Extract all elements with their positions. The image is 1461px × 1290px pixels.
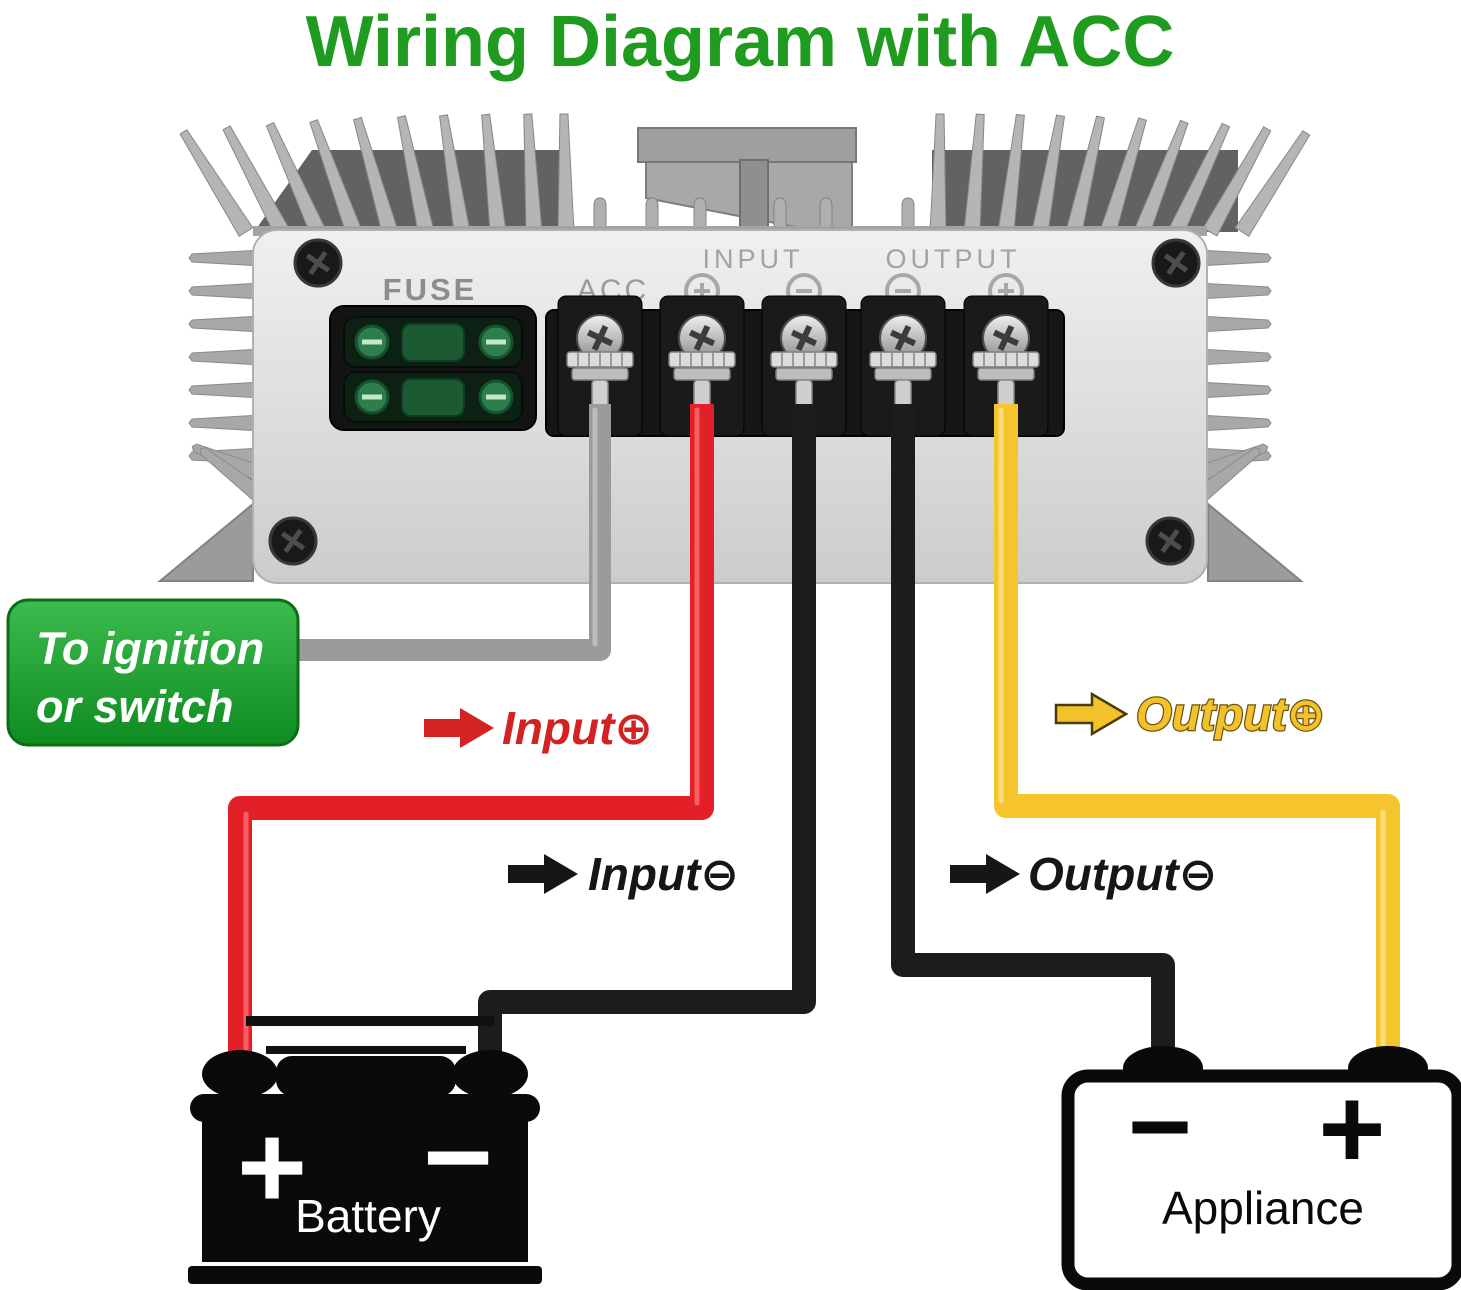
wire-label-input-plus: Input⊕ bbox=[424, 702, 653, 754]
input-label: INPUT bbox=[703, 244, 804, 274]
wire-label-input-minus: Input⊖ bbox=[508, 848, 739, 900]
output-plus-wire bbox=[994, 404, 1400, 1060]
converter-device: FUSE ACC INPUT OUTPUT bbox=[157, 113, 1314, 584]
red-arrow-icon bbox=[424, 708, 494, 748]
mount-flange-right bbox=[1207, 501, 1304, 582]
input-minus-text: Input⊖ bbox=[588, 848, 739, 900]
page-title: Wiring Diagram with ACC bbox=[306, 2, 1175, 82]
fuse-1 bbox=[344, 317, 522, 367]
black-arrow-icon bbox=[508, 854, 578, 894]
battery-minus-symbol: − bbox=[423, 1090, 493, 1224]
battery-positive-terminal bbox=[202, 1050, 278, 1098]
input-plus-wire bbox=[228, 404, 714, 1064]
screw-top-left-icon bbox=[295, 240, 341, 286]
battery-base bbox=[188, 1266, 542, 1284]
appliance: − + Appliance bbox=[1061, 1046, 1461, 1290]
output-plus-wire-highlight bbox=[998, 407, 1386, 1057]
output-minus-wire bbox=[891, 404, 1175, 1060]
wires bbox=[228, 404, 1400, 1064]
battery-body bbox=[202, 1120, 528, 1262]
appliance-plus-symbol: + bbox=[1318, 1065, 1385, 1193]
output-plus-text: Output⊕ bbox=[1136, 688, 1325, 740]
screw-top-right-icon bbox=[1153, 240, 1199, 286]
fuse-label: FUSE bbox=[383, 272, 478, 307]
input-plus-text: Input⊕ bbox=[502, 702, 653, 754]
output-label: OUTPUT bbox=[886, 244, 1021, 274]
wire-label-output-minus: Output⊖ bbox=[950, 848, 1217, 900]
battery-cap-block bbox=[276, 1056, 456, 1096]
battery-lid bbox=[190, 1094, 540, 1122]
battery: + − Battery bbox=[188, 1016, 542, 1284]
appliance-minus-symbol: − bbox=[1128, 1065, 1192, 1188]
yellow-arrow-icon bbox=[1054, 691, 1129, 737]
fuse-holder bbox=[329, 305, 537, 431]
battery-plus-symbol: + bbox=[237, 1100, 307, 1234]
output-minus-text: Output⊖ bbox=[1028, 848, 1217, 900]
fuse-2 bbox=[344, 372, 522, 422]
screw-bottom-right-icon bbox=[1147, 518, 1193, 564]
black-arrow-icon bbox=[950, 854, 1020, 894]
battery-negative-terminal bbox=[452, 1050, 528, 1098]
ignition-tag-line2: or switch bbox=[36, 681, 234, 732]
wire-label-output-plus: Output⊕ bbox=[1054, 687, 1327, 741]
battery-step-bar bbox=[266, 1046, 466, 1054]
acc-wire bbox=[298, 404, 611, 661]
screw-bottom-left-icon bbox=[270, 518, 316, 564]
ignition-tag: To ignition or switch bbox=[6, 598, 300, 747]
appliance-body bbox=[1061, 1069, 1461, 1290]
mount-flange-left bbox=[157, 501, 254, 582]
battery-label: Battery bbox=[295, 1190, 441, 1242]
input-minus-wire bbox=[478, 404, 816, 1064]
battery-clamp-bar bbox=[246, 1016, 494, 1026]
ignition-tag-line1: To ignition bbox=[36, 623, 264, 674]
appliance-label: Appliance bbox=[1162, 1182, 1364, 1234]
